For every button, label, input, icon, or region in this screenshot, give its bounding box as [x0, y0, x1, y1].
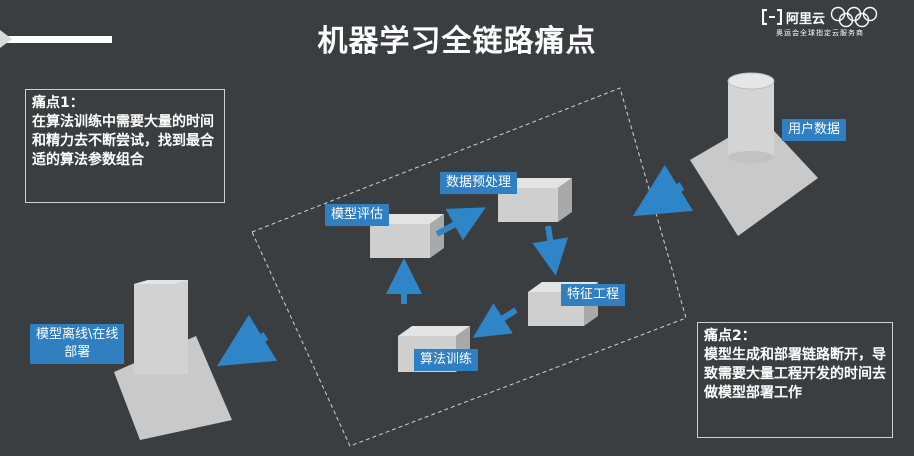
- arrow-feature-to-training: [472, 303, 518, 338]
- label-user-data: 用户数据: [782, 119, 847, 141]
- arrow-eval-to-preprocess: [435, 207, 486, 241]
- pain-point-2: 痛点2： 模型生成和部署链路断开，导致需要大量工程开发的时间去做模型部署工作: [697, 322, 893, 438]
- brand: 阿里云 奥运会全球指定云服务商: [762, 6, 902, 38]
- slide-title: 机器学习全链路痛点: [317, 24, 597, 59]
- brand-subtitle: 奥运会全球指定云服务商: [776, 29, 864, 37]
- user-data-base: [690, 118, 818, 236]
- pipeline-frame: [251, 87, 687, 447]
- arrow-data-in: [633, 164, 694, 217]
- aliyun-logo-icon: [762, 9, 782, 25]
- arrow-preprocess-to-feature: [532, 225, 569, 276]
- olympic-rings-icon: [830, 6, 878, 28]
- label-preprocess: 数据预处理: [440, 172, 518, 194]
- pain-point-2-body: 模型生成和部署链路断开，导致需要大量工程开发的时间去做模型部署工作: [704, 347, 886, 401]
- brand-name: 阿里云: [786, 11, 826, 27]
- title-accent-cap: [0, 30, 12, 48]
- arrow-deploy-out: [217, 314, 278, 367]
- label-training: 算法训练: [414, 349, 479, 371]
- pain-point-1-body: 在算法训练中需要大量的时间和精力去不断尝试，找到最合适的算法参数组合: [32, 114, 214, 168]
- pain-point-2-title: 痛点2：: [704, 328, 756, 344]
- server-block-icon: [134, 280, 188, 374]
- label-feature: 特征工程: [561, 284, 626, 306]
- database-cylinder-icon: [727, 72, 775, 163]
- pain-point-1: 痛点1： 在算法训练中需要大量的时间和精力去不断尝试，找到最合适的算法参数组合: [25, 89, 225, 203]
- label-deploy: 模型离线\在线 部署: [30, 324, 125, 364]
- label-evaluation: 模型评估: [325, 204, 390, 226]
- pain-point-1-title: 痛点1：: [32, 95, 84, 111]
- title-accent-bar: [0, 36, 112, 43]
